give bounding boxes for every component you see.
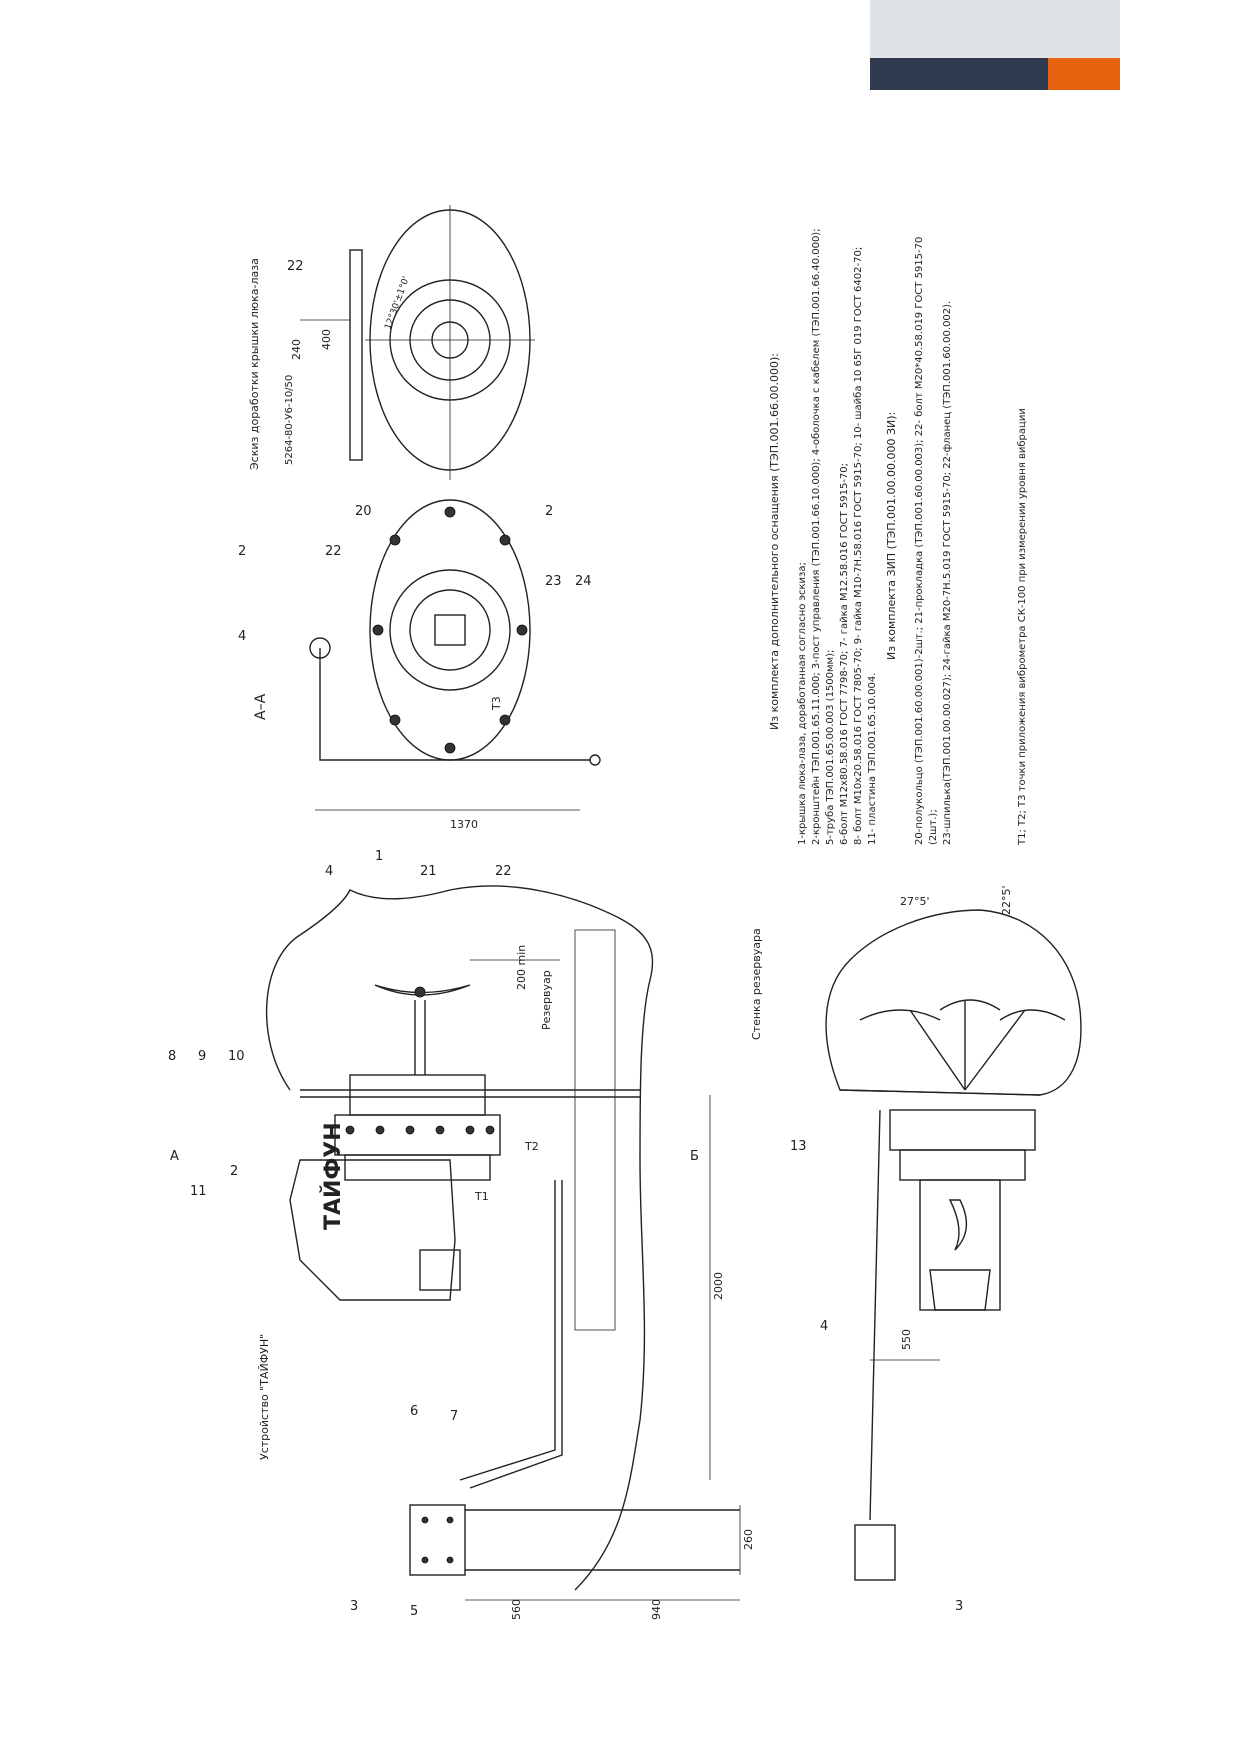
dim-260: 260 bbox=[742, 1529, 755, 1550]
main-view: ТАЙФУН 2000 200 min 260 560 940 Устройст… bbox=[168, 849, 755, 1620]
notes-heading-2: Из комплекта ЗИП (ТЭП.001.00.00.000 ЗИ): bbox=[885, 412, 898, 660]
notes-line-1-4: 8- болт М10х20.58.016 ГОСТ 7805-70; 9- г… bbox=[853, 247, 864, 845]
callout-7: 7 bbox=[450, 1409, 458, 1424]
callout-8: 8 bbox=[168, 1049, 176, 1064]
header-band-navy bbox=[870, 58, 1048, 90]
notes-line-1-5: 11- пластина ТЭП.001.65.10.004. bbox=[867, 673, 878, 845]
bottom-view: 550 27°5' 22°5' Стенка резервуара 13 4 3 bbox=[750, 885, 1082, 1614]
notes-line-1-3: 6-болт М12х80.58.016 ГОСТ 7798-70; 7- га… bbox=[839, 463, 850, 845]
callout-3: 3 bbox=[350, 1599, 358, 1614]
dim-200min: 200 min bbox=[515, 945, 528, 990]
callout-22: 22 bbox=[495, 864, 512, 879]
callout-11: 11 bbox=[190, 1184, 207, 1199]
notes-heading-1: Из комплекта дополнительного оснащения (… bbox=[768, 353, 781, 730]
bottom-dim-550: 550 bbox=[900, 1329, 913, 1350]
notes-line-2-2: 23-шпилька(ТЭП.001.00.00.027); 24-гайка … bbox=[942, 301, 953, 845]
notes-line-2-0: 20-полукольцо (ТЭП.001.60.00.001)-2шт.; … bbox=[914, 237, 925, 845]
callout-2: 2 bbox=[230, 1164, 238, 1179]
point-t2: Т2 bbox=[524, 1140, 539, 1153]
bottom-callout-3: 3 bbox=[955, 1599, 963, 1614]
aa-callout-24: 24 bbox=[575, 574, 592, 589]
weld-note: 5264-80-У6-10/50 bbox=[284, 375, 295, 465]
section-aa-view: 1370 А–А Т3 4 2 22 20 2 23 24 bbox=[238, 499, 601, 831]
notes-line-1-0: 1-крышка люка-лаза, доработанная согласн… bbox=[797, 562, 808, 845]
cover-sketch: 240 400 12°30'±1°0' Эскиз доработки крыш… bbox=[248, 205, 535, 480]
dim-560: 560 bbox=[510, 1599, 523, 1620]
aa-callout-2b: 2 bbox=[545, 504, 553, 519]
header-band-grey bbox=[870, 0, 1120, 58]
bottom-callout-13: 13 bbox=[790, 1139, 807, 1154]
point-t1: Т1 bbox=[474, 1190, 489, 1203]
notes-footer: Т1; Т2; Т3 точки приложения виброметра С… bbox=[1017, 408, 1028, 846]
dim-1370: 1370 bbox=[450, 818, 478, 831]
callout-5: 5 bbox=[410, 1604, 418, 1619]
notes-line-2-1: (2шт.); bbox=[928, 809, 939, 845]
sketch-dim-240: 240 bbox=[290, 339, 303, 360]
callout-4: 4 bbox=[325, 864, 333, 879]
callout-21: 21 bbox=[420, 864, 437, 879]
callout-9: 9 bbox=[198, 1049, 206, 1064]
notes-block: Из комплекта дополнительного оснащения (… bbox=[768, 228, 1028, 846]
wall-label: Стенка резервуара bbox=[750, 928, 763, 1040]
device-label: Устройство "ТАЙФУН" bbox=[258, 1334, 271, 1460]
angle-22: 22°5' bbox=[1000, 885, 1013, 915]
brand-label: ТАЙФУН bbox=[320, 1122, 346, 1230]
section-b-mark: Б bbox=[690, 1149, 699, 1164]
notes-line-1-2: 5-труба ТЭП.001.65.00.003 (1500мм); bbox=[825, 650, 836, 845]
angle-27: 27°5' bbox=[900, 895, 930, 908]
dim-940: 940 bbox=[650, 1599, 663, 1620]
section-a-mark: А bbox=[170, 1149, 179, 1164]
header-band-orange bbox=[1048, 58, 1120, 90]
aa-callout-23: 23 bbox=[545, 574, 562, 589]
sketch-angle: 12°30'±1°0' bbox=[383, 275, 412, 331]
aa-callout-2a: 2 bbox=[238, 544, 246, 559]
sketch-dim-400: 400 bbox=[320, 329, 333, 350]
tank-label: Резервуар bbox=[540, 970, 553, 1030]
notes-line-1-1: 2-кронштейн ТЭП.001.65.11.000; 3-пост уп… bbox=[811, 228, 822, 845]
aa-callout-22: 22 bbox=[325, 544, 342, 559]
sketch-callout-22: 22 bbox=[287, 259, 304, 274]
aa-callout-20: 20 bbox=[355, 504, 372, 519]
point-t3: Т3 bbox=[490, 696, 503, 711]
callout-6: 6 bbox=[410, 1404, 418, 1419]
callout-10: 10 bbox=[228, 1049, 245, 1064]
sketch-title: Эскиз доработки крышки люка-лаза bbox=[248, 258, 261, 470]
aa-callout-4: 4 bbox=[238, 629, 246, 644]
dim-2000: 2000 bbox=[712, 1272, 725, 1300]
bottom-callout-4: 4 bbox=[820, 1319, 828, 1334]
section-aa-title: А–А bbox=[253, 693, 269, 720]
callout-1: 1 bbox=[375, 849, 383, 864]
